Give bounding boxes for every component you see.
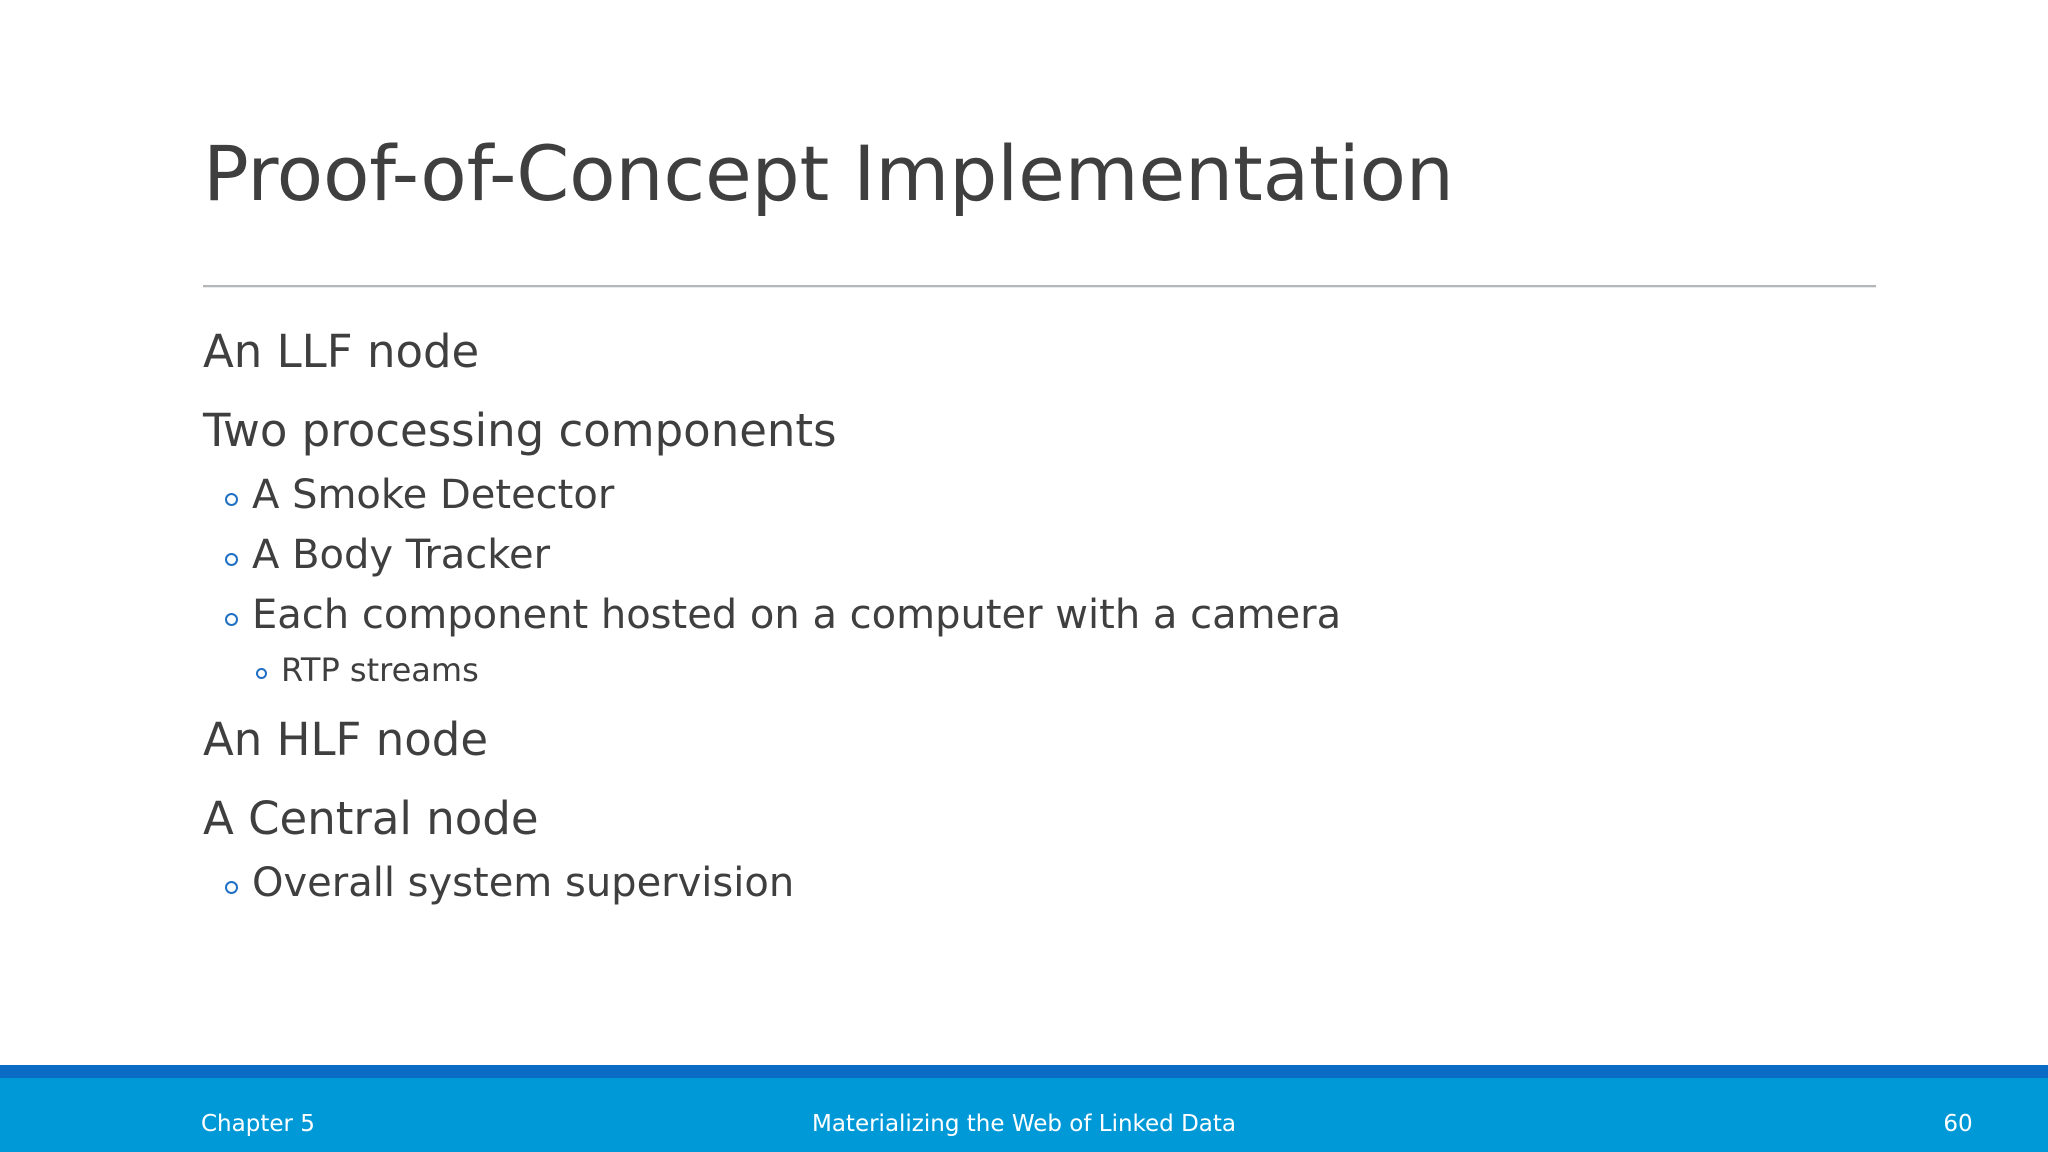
bullet-item-text: RTP streams (281, 651, 479, 689)
footer-chapter-label: Chapter 5 (201, 1111, 315, 1137)
bullet-item-text: A Body Tracker (252, 532, 551, 578)
hollow-circle-bullet-icon (225, 545, 252, 570)
title-divider (203, 285, 1876, 288)
bullet-item-l1: Two processing components (203, 383, 1883, 462)
bullet-item-text: Each component hosted on a computer with… (252, 592, 1342, 638)
footer-accent-stripe (0, 1065, 2048, 1078)
bullet-item-text: An LLF node (203, 325, 480, 378)
hollow-circle-bullet-icon (225, 873, 252, 898)
bullet-item-l2: Each component hosted on a computer with… (225, 582, 1883, 642)
page-title: Proof-of-Concept Implementation (203, 129, 1454, 218)
bullet-item-text: Overall system supervision (252, 860, 795, 906)
bullet-ring-icon (225, 881, 238, 894)
bullet-item-l1: A Central node (203, 771, 1883, 850)
hollow-circle-bullet-icon (225, 485, 252, 510)
bullet-item-l1: An HLF node (203, 692, 1883, 771)
bullet-item-text: An HLF node (203, 713, 489, 766)
bullet-item-l3: RTP streams (256, 642, 1883, 692)
title-block: Proof-of-Concept Implementation (203, 128, 1879, 220)
hollow-circle-bullet-icon (256, 662, 281, 683)
footer-page-number: 60 (1943, 1111, 1973, 1137)
bullet-item-text: A Smoke Detector (252, 472, 615, 518)
bullet-ring-icon (225, 553, 238, 566)
bullet-item-l2: Overall system supervision (225, 850, 1883, 910)
bullet-item-text: A Central node (203, 792, 539, 845)
bullet-ring-icon (225, 613, 238, 626)
bullet-item-l2: A Body Tracker (225, 522, 1883, 582)
bullet-ring-icon (256, 668, 267, 679)
footer-band (0, 1078, 2048, 1152)
footer-title-label: Materializing the Web of Linked Data (811, 1111, 1237, 1137)
slide-footer: Chapter 5 Materializing the Web of Linke… (0, 1065, 2048, 1152)
bullet-item-l1: An LLF node (203, 304, 1883, 383)
bullet-item-text: Two processing components (203, 404, 837, 457)
bullet-ring-icon (225, 493, 238, 506)
bullet-item-l2: A Smoke Detector (225, 462, 1883, 522)
hollow-circle-bullet-icon (225, 605, 252, 630)
